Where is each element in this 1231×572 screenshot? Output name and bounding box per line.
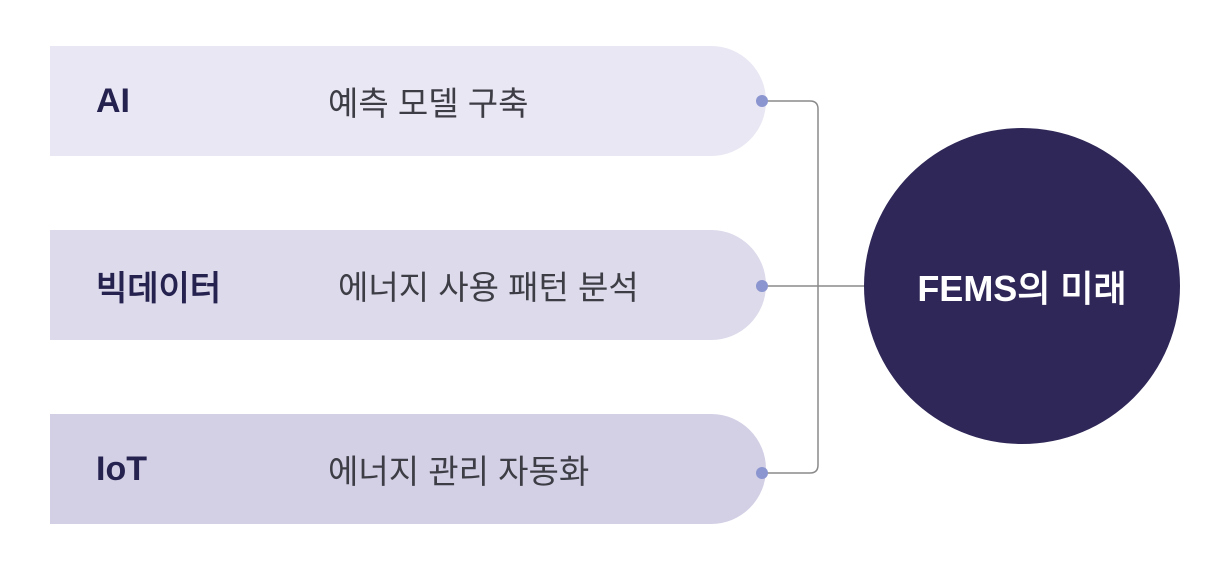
pill-description-ai: 예측 모델 구축 (328, 85, 529, 122)
center-label: FEMS의 미래 (917, 268, 1127, 309)
pill-description-bigdata: 에너지 사용 패턴 분석 (338, 269, 639, 306)
connector-dot-ai (756, 95, 768, 107)
connector-ai (762, 100, 819, 474)
connector-dot-iot (756, 467, 768, 479)
pill-label-iot: IoT (96, 449, 147, 488)
connector-dot-bigdata (756, 280, 768, 292)
pill-bigdata: 빅데이터 에너지 사용 패턴 분석 (50, 230, 766, 340)
pill-label-bigdata: 빅데이터 (96, 269, 222, 308)
pill-ai: AI 예측 모델 구축 (50, 46, 766, 156)
pill-iot: IoT 에너지 관리 자동화 (50, 414, 766, 524)
pill-label-ai: AI (96, 81, 130, 120)
center-circle: FEMS의 미래 (864, 128, 1180, 444)
pill-description-iot: 에너지 관리 자동화 (328, 453, 590, 490)
